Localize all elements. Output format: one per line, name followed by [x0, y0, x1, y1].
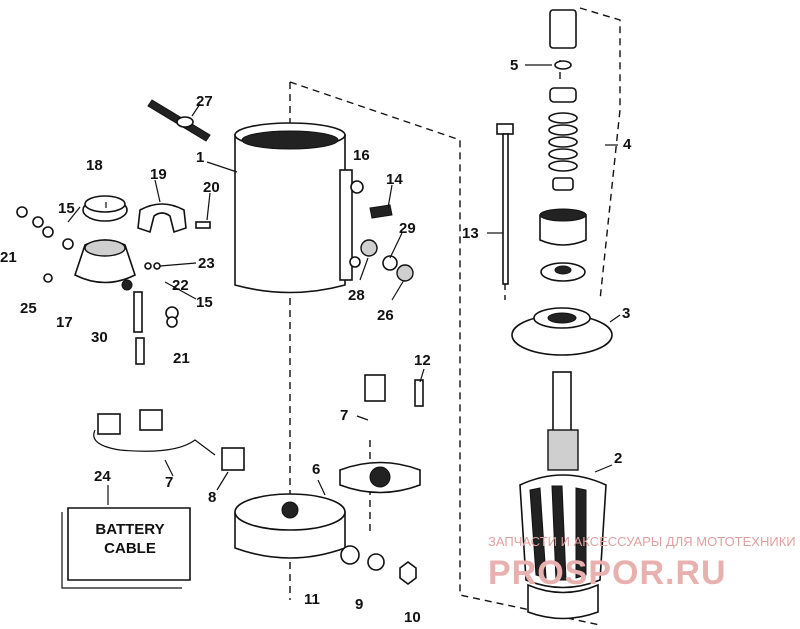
battery-cable-line1: BATTERY: [95, 521, 164, 538]
callout-26: 26: [377, 307, 394, 324]
callout-22: 22: [172, 277, 189, 294]
brush-plate-part-6: [339, 374, 424, 494]
terminal-leads-part-30: [133, 291, 145, 365]
callout-11: 11: [304, 591, 320, 608]
callout-20: 20: [203, 179, 220, 196]
callout-10: 10: [404, 609, 421, 626]
callout-5: 5: [510, 57, 518, 74]
callout-27: 27: [196, 93, 213, 110]
callout-13: 13: [462, 225, 479, 242]
armature-part-2: [519, 371, 607, 620]
housing-part-1: [234, 122, 353, 294]
callout-15-bottom: 15: [196, 294, 213, 311]
end-cap-part-3: [511, 307, 613, 356]
callout-7-brush: 7: [340, 407, 348, 424]
commutator-end-cap: [234, 493, 346, 559]
battery-cable-tag: BATTERY CABLE: [61, 507, 191, 589]
callout-9: 9: [355, 596, 363, 613]
callout-numbers: 1 2 3 4 5 6 7 7 8 9 10 11 12 13 14 15 15…: [0, 57, 632, 626]
through-bolt-part-13: [496, 123, 514, 285]
stud-part-27: [147, 99, 211, 142]
callout-8: 8: [208, 489, 216, 506]
callout-25: 25: [20, 300, 37, 317]
callout-30: 30: [91, 329, 108, 346]
leader-lines: [67, 64, 621, 505]
callout-3: 3: [622, 305, 630, 322]
callout-29: 29: [399, 220, 416, 237]
callout-19: 19: [150, 166, 167, 183]
callout-21-top: 21: [0, 249, 17, 266]
callout-15-top: 15: [58, 200, 75, 217]
callout-14: 14: [386, 171, 403, 188]
drive-assembly-part-4: [539, 9, 587, 282]
callout-21-bottom: 21: [173, 350, 190, 367]
watermark-logo: PROSPOR.RU: [488, 554, 727, 592]
callout-2: 2: [614, 450, 622, 467]
callout-24: 24: [94, 468, 111, 485]
callout-16: 16: [353, 147, 370, 164]
callout-1: 1: [196, 149, 204, 166]
callout-28: 28: [348, 287, 365, 304]
callout-6: 6: [312, 461, 320, 478]
watermark: ЗАПЧАСТИ И АКСЕССУАРЫ ДЛЯ МОТОТЕХНИКИ PR…: [488, 534, 796, 592]
callout-12: 12: [414, 352, 431, 369]
callout-17: 17: [56, 314, 73, 331]
small-hardware-right: [349, 180, 414, 282]
brush-lead-part-7: [93, 409, 245, 471]
solenoid-cluster: [74, 195, 187, 291]
callout-4: 4: [623, 136, 632, 153]
watermark-tagline: ЗАПЧАСТИ И АКСЕССУАРЫ ДЛЯ МОТОТЕХНИКИ: [488, 534, 796, 549]
small-hardware-left: [16, 206, 211, 328]
callout-18: 18: [86, 157, 103, 174]
small-hardware-bottom: [340, 545, 417, 585]
callout-23: 23: [198, 255, 215, 272]
callout-7-lead: 7: [165, 474, 173, 491]
battery-cable-line2: CABLE: [104, 540, 156, 557]
